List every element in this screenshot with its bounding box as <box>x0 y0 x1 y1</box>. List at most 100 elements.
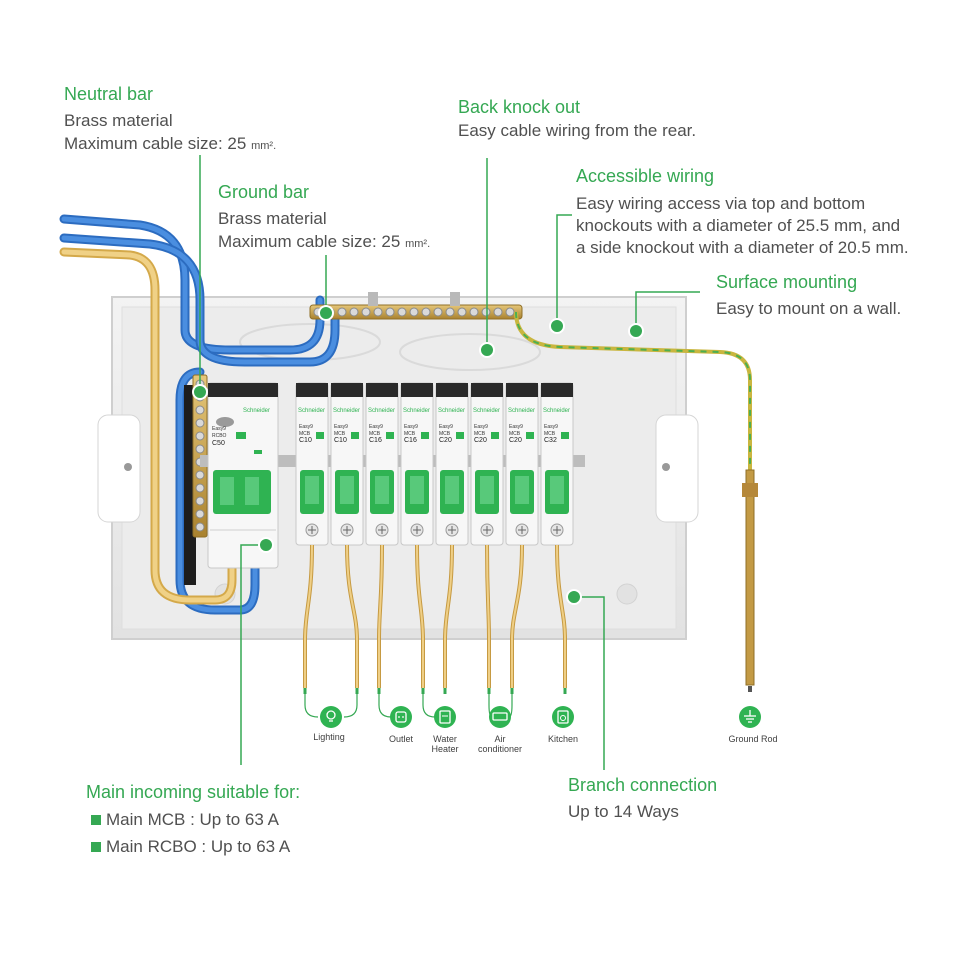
mcb-breaker <box>295 382 329 546</box>
mcb-rating-label: C10 <box>334 437 347 444</box>
mcb-breaker <box>505 382 539 546</box>
ground-bar-screw <box>397 307 407 317</box>
mcb-rating-label: C32 <box>544 437 557 444</box>
mcb-type-label: MCB <box>544 431 556 437</box>
mcb-series-label: Easy9 <box>404 424 418 430</box>
mcb-series-label: Easy9 <box>334 424 348 430</box>
neutral-bar-line1: Brass material <box>64 111 173 130</box>
mcb-rating-label: C16 <box>404 437 417 444</box>
neutral-bar-title: Neutral bar <box>64 84 154 104</box>
mcb-type-label: MCB <box>369 431 381 437</box>
ground-bar-screw <box>469 307 479 317</box>
mcb-type-label: MCB <box>439 431 451 437</box>
mcb-brand-label: Schneider <box>333 408 361 414</box>
surface-mounting-line1: Easy to mount on a wall. <box>716 299 902 318</box>
mcb-series-label: Easy9 <box>474 424 488 430</box>
mcb-brand-label: Schneider <box>508 408 536 414</box>
mcb-brand-label: Schneider <box>473 408 501 414</box>
neutral-bar-screw <box>195 444 205 454</box>
ground-bar-title: Ground bar <box>218 182 310 202</box>
branch-connection-line1: Up to 14 Ways <box>568 802 679 821</box>
rcbo-series-label: Easy9 <box>212 426 226 432</box>
ground-bar-screw <box>457 307 467 317</box>
neutral-bar-screw <box>195 431 205 441</box>
neutral-bar-screw <box>195 418 205 428</box>
callout-leaders <box>199 155 700 770</box>
rcbo-rating-label: C50 <box>212 440 225 447</box>
main-incoming-item1: Main MCB : Up to 63 A <box>91 809 279 831</box>
neutral-bar-graphic <box>184 374 208 585</box>
neutral-bar-screw <box>195 470 205 480</box>
mcb-breaker <box>330 382 364 546</box>
left-mounting-bracket <box>97 414 141 523</box>
kitchen-icon <box>552 706 574 728</box>
ground-bar-graphic <box>309 292 523 320</box>
back-knock-out-title: Back knock out <box>458 97 581 117</box>
mcb-type-label: MCB <box>334 431 346 437</box>
rcbo-brand-label: Schneider <box>243 408 271 414</box>
earth-wire <box>514 311 752 470</box>
lighting-icon <box>320 706 342 728</box>
ground-bar-screw <box>385 307 395 317</box>
ground-bar-screw <box>493 307 503 317</box>
mcb-type-label: MCB <box>474 431 486 437</box>
mcb-breaker <box>540 382 574 546</box>
mcb-rating-label: C20 <box>439 437 452 444</box>
ground-bar-screw <box>421 307 431 317</box>
right-mounting-bracket <box>655 414 699 523</box>
ground-bar-screw <box>433 307 443 317</box>
neutral-bar-screw <box>195 496 205 506</box>
mcb-series-label: Easy9 <box>299 424 313 430</box>
mcb-rating-label: C20 <box>474 437 487 444</box>
mcb-series-label: Easy9 <box>509 424 523 430</box>
neutral-bar-screw <box>195 509 205 519</box>
mcb-type-label: MCB <box>299 431 311 437</box>
mcb-brand-label: Schneider <box>403 408 431 414</box>
neutral-bar-screw <box>195 405 205 415</box>
neutral-bar-line2: Maximum cable size: 25 mm². <box>64 134 277 153</box>
mcb-series-label: Easy9 <box>369 424 383 430</box>
ground-bar-screw <box>349 307 359 317</box>
rcbo-breaker <box>207 382 279 569</box>
yellow-incoming-cable <box>59 247 237 605</box>
ground-bar-screw <box>361 307 371 317</box>
mcb-rating-label: C16 <box>369 437 382 444</box>
ground-bar-line2: Maximum cable size: 25 mm². <box>218 232 431 251</box>
mcb-brand-label: Schneider <box>298 408 326 414</box>
branch-connection-title: Branch connection <box>568 775 718 795</box>
mcb-breaker <box>435 382 469 546</box>
mcb-type-label: MCB <box>509 431 521 437</box>
neutral-bar-screw <box>195 483 205 493</box>
water-heater-icon <box>434 706 456 728</box>
accessible-wiring-line3: a side knockout with a diameter of 20.5 … <box>576 238 909 257</box>
mcb-breaker <box>470 382 504 546</box>
outgoing-wires <box>303 544 567 694</box>
ground-bar-screw <box>505 307 515 317</box>
outlet-icon <box>390 706 412 728</box>
ground-rod-label: Ground Rod <box>728 734 778 744</box>
rcbo-type-label: RCBO <box>212 433 227 439</box>
main-incoming-item2: Main RCBO : Up to 63 A <box>91 836 290 858</box>
mcb-type-label: MCB <box>404 431 416 437</box>
mcb-brand-label: Schneider <box>543 408 571 414</box>
ground-bar-line1: Brass material <box>218 209 327 228</box>
back-knock-out-line1: Easy cable wiring from the rear. <box>458 121 697 140</box>
ground-bar-screw <box>337 307 347 317</box>
mcb-series-label: Easy9 <box>544 424 558 430</box>
kitchen-label: Kitchen <box>547 734 579 744</box>
main-incoming-title: Main incoming suitable for: <box>86 782 301 802</box>
mcb-series-label: Easy9 <box>439 424 453 430</box>
accessible-wiring-line1: Easy wiring access via top and bottom <box>576 194 866 213</box>
mcb-brand-label: Schneider <box>438 408 466 414</box>
ground-rod-graphic <box>742 469 758 692</box>
ground-bar-screw <box>373 307 383 317</box>
mcb-rating-label: C10 <box>299 437 312 444</box>
air-conditioner-icon <box>489 706 511 728</box>
ground-icon <box>739 706 761 728</box>
mcb-brand-label: Schneider <box>368 408 396 414</box>
lighting-label: Lighting <box>313 732 345 742</box>
callout-dots <box>192 305 644 605</box>
